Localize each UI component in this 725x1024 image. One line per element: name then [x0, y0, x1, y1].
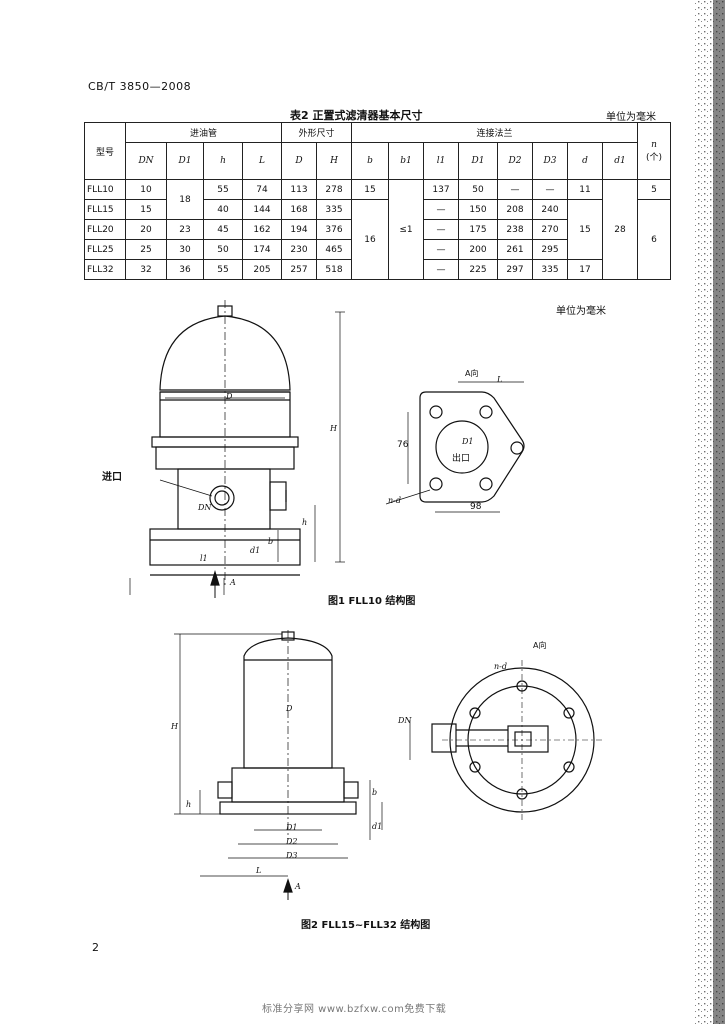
th-hh: H: [316, 142, 352, 180]
standard-number: CB/T 3850—2008: [88, 80, 192, 93]
th-d-small: d: [567, 142, 603, 180]
label-D: D: [226, 392, 233, 401]
flange-ring-2: [449, 667, 595, 813]
th-l: L: [242, 142, 282, 180]
label-L2: L: [256, 866, 262, 875]
label-D3-2: D3: [286, 851, 298, 860]
label-nd: n-d: [388, 496, 401, 505]
figure2-caption: 图2 FLL15~FLL32 结构图: [301, 920, 431, 931]
th-fd3: D3: [532, 142, 568, 180]
label-D-2: D: [286, 704, 293, 713]
label-inlet: 进口: [102, 472, 122, 483]
figure1-caption: 图1 FLL10 结构图: [328, 596, 416, 607]
th-flange: 连接法兰: [351, 122, 638, 143]
label-D1-2: D1: [286, 823, 298, 832]
label-view-a2: A向: [533, 641, 547, 650]
label-dim98: 98: [470, 502, 482, 512]
th-outer: 外形尺寸: [281, 122, 352, 143]
th-d1-small: d1: [602, 142, 638, 180]
th-n: n(个): [637, 122, 671, 180]
flange-plate: [419, 391, 525, 503]
label-H: H: [330, 424, 337, 433]
inlet-port: [209, 485, 235, 511]
th-model: 型号: [84, 122, 126, 180]
label-DN: DN: [198, 503, 212, 512]
label-b2: b: [372, 788, 378, 797]
figure1-drawing: [129, 300, 525, 598]
label-arrow-a2: A: [295, 882, 301, 891]
label-arrow-a1: A: [230, 578, 236, 587]
watermark: 标准分享网 www.bzfxw.com免费下载: [262, 1004, 447, 1015]
th-d1: D1: [166, 142, 204, 180]
scan-edge-noise: [695, 0, 725, 1024]
label-D2-2: D2: [286, 837, 298, 846]
label-flange-D1: D1: [462, 437, 474, 446]
figure2-drawing: [174, 630, 602, 900]
th-fd1: D1: [458, 142, 498, 180]
inlet-fitting-2: [431, 723, 457, 753]
label-d1-2: d1: [372, 822, 383, 831]
label-b: b: [268, 537, 274, 546]
th-h: h: [203, 142, 243, 180]
label-nd2: n-d: [494, 662, 507, 671]
label-l1: l1: [200, 554, 208, 563]
label-d1: d1: [250, 546, 261, 555]
th-l1: l1: [423, 142, 459, 180]
th-d: D: [281, 142, 317, 180]
label-h2: h: [186, 800, 192, 809]
page-number: 2: [92, 941, 99, 954]
label-view-a1: A向: [465, 369, 479, 378]
label-H2: H: [171, 722, 178, 731]
label-outlet: 出口: [452, 454, 471, 464]
label-h: h: [302, 518, 308, 527]
th-b1: b1: [388, 142, 424, 180]
label-DN2: DN: [398, 716, 412, 725]
spec-table: 型号 进油管 外形尺寸 连接法兰 n(个) DN D1 h L D H b b1…: [84, 122, 671, 280]
label-L: L: [497, 375, 503, 384]
th-b: b: [351, 142, 389, 180]
th-inlet: 进油管: [125, 122, 282, 143]
outlet-bore: [435, 420, 489, 474]
filter-body-2: [243, 637, 333, 769]
figure1-unit: 单位为毫米: [556, 306, 606, 317]
label-dim76: 76: [397, 440, 409, 450]
table-unit: 单位为毫米: [606, 112, 656, 123]
outlet-block-2: [507, 725, 549, 753]
th-fd2: D2: [497, 142, 533, 180]
table-caption: 表2 正置式滤清器基本尺寸: [290, 109, 423, 122]
th-dn: DN: [125, 142, 167, 180]
